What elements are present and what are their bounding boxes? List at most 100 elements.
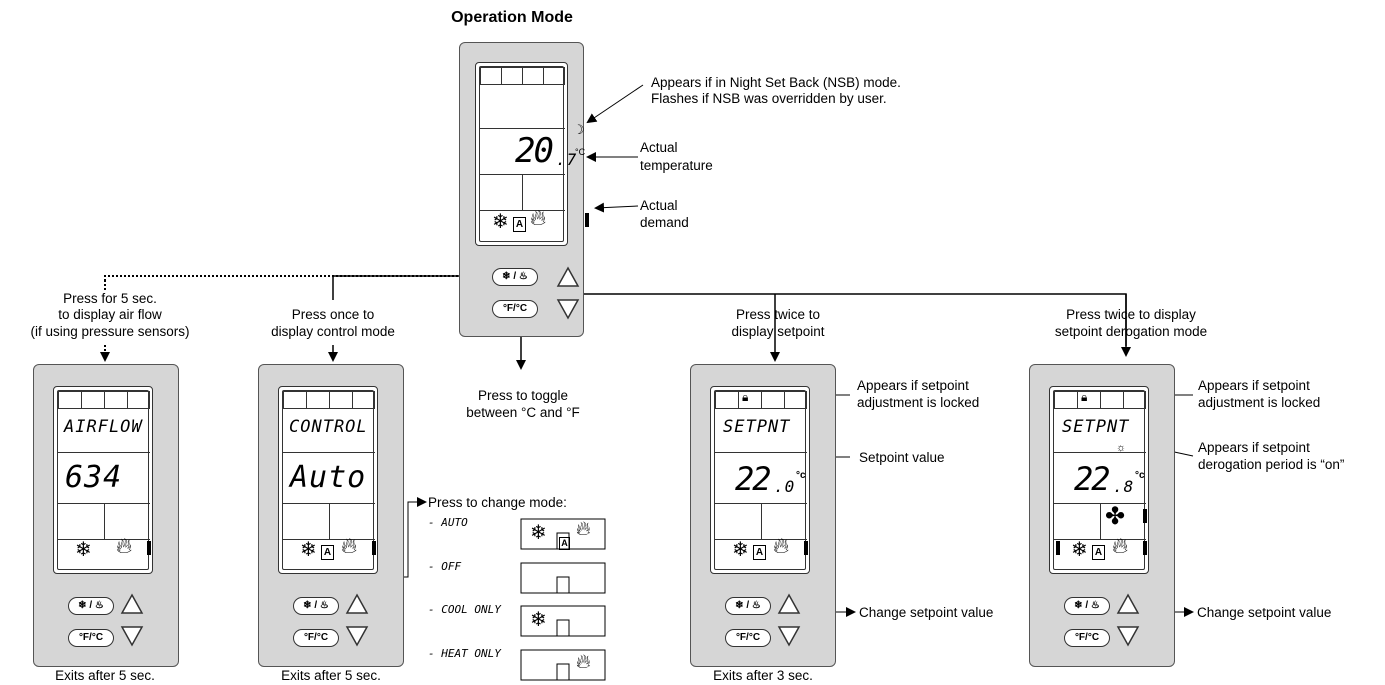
derogation-lock-line1: Appears if setpoint [1198,378,1310,393]
flame-icon: 🔥︎ [576,651,591,673]
flame-icon: 🔥︎ [1112,533,1129,558]
flame-icon: 🔥︎ [576,518,591,540]
setpoint-thermostat: 🔒︎ SETPNT 22 .0 °c ❄ A 🔥︎ ❄ / ♨ °F/°C [690,364,836,667]
main-lcd [475,62,568,246]
main-temp-unit: °C [575,147,586,157]
triangle-up-icon[interactable] [1116,593,1140,615]
snowflake-icon: ❄ [492,211,509,233]
airflow-lcd-label: AIRFLOW [64,417,143,437]
derogation-note-line2: derogation period is “on” [1198,457,1345,472]
triangle-up-icon[interactable] [556,266,580,288]
unit-toggle-button[interactable]: °F/°C [68,629,114,647]
actual-temp-line1: Actual [640,140,678,155]
control-exit-note: Exits after 5 sec. [281,668,381,683]
airflow-caption-line1: Press for 5 sec. [63,291,157,306]
actual-demand-line2: demand [640,215,689,230]
mode-button[interactable]: ❄ / ♨ [492,268,538,286]
control-lcd [278,386,378,574]
flame-icon: 🔥︎ [341,533,358,558]
main-thermostat: ☽ 20 .7 °C ❄ A 🔥︎ ❄ / ♨ °F/°C [459,42,589,337]
mode-option-cool: - COOL ONLY [428,603,501,616]
nsb-note-line2: Flashes if NSB was overridden by user. [651,91,887,106]
derogation-lcd [1049,386,1149,574]
derogation-lcd-decimal: .8 [1113,477,1135,496]
derogation-note-line1: Appears if setpoint [1198,440,1310,455]
actual-demand-line1: Actual [640,198,678,213]
airflow-exit-note: Exits after 5 sec. [55,668,155,683]
auto-icon: A [559,537,570,550]
unit-toggle-button[interactable]: °F/°C [725,629,771,647]
mode-button[interactable]: ❄ / ♨ [293,597,339,615]
derogation-thermostat: 🔒︎ SETPNT ☼ 22 .8 °c ✤ ❄ A 🔥︎ ❄ / ♨ °F/°… [1029,364,1175,667]
mode-option-heat: - HEAT ONLY [428,647,501,660]
setpoint-caption-line2: display setpoint [731,324,825,339]
unit-toggle-button[interactable]: °F/°C [492,300,538,318]
mode-option-auto: - AUTO [428,516,468,529]
lock-icon: 🔒︎ [742,390,749,404]
triangle-down-icon[interactable] [556,298,580,320]
triangle-up-icon[interactable] [345,593,369,615]
setpoint-lcd-label: SETPNT [723,417,791,437]
control-caption-line1: Press once to [291,307,375,322]
snowflake-icon: ❄ [1071,539,1088,561]
snowflake-icon: ❄ [732,539,749,561]
demand-bar-icon [1143,509,1147,523]
mode-button[interactable]: ❄ / ♨ [1064,597,1110,615]
control-lcd-label: CONTROL [289,417,368,437]
airflow-caption-line3: (if using pressure sensors) [30,324,190,339]
airflow-caption-line2: to display air flow [58,307,162,322]
page-title: Operation Mode [451,9,573,26]
demand-bar-icon [1056,541,1060,555]
setpoint-lock-line2: adjustment is locked [857,395,980,410]
derogation-lcd-label: SETPNT [1062,417,1130,437]
sun-icon: ☼ [1116,442,1127,454]
setpoint-lock-line1: Appears if setpoint [857,378,969,393]
derogation-lcd-unit: °c [1135,470,1145,481]
demand-bar-icon [372,541,376,555]
setpoint-lcd-decimal: .0 [774,477,796,496]
flame-icon: 🔥︎ [773,533,790,558]
control-caption-line2: display control mode [271,324,395,339]
triangle-up-icon[interactable] [120,593,144,615]
triangle-down-icon[interactable] [345,625,369,647]
control-thermostat: CONTROL Auto ❄ A 🔥︎ ❄ / ♨ °F/°C [258,364,404,667]
airflow-lcd-value: 634 [65,460,123,495]
change-mode-label: Press to change mode: [428,495,567,510]
demand-bar-icon [1143,541,1147,555]
demand-bar-icon [147,541,151,555]
main-temp-decimal: .7 [556,150,578,169]
fan-icon: ✤ [1105,503,1126,530]
setpoint-value-note: Setpoint value [859,450,945,465]
setpoint-lcd-value: 22 [735,460,772,498]
unit-toggle-button[interactable]: °F/°C [293,629,339,647]
toggle-note-line1: Press to toggle [477,388,569,403]
mode-button[interactable]: ❄ / ♨ [725,597,771,615]
unit-toggle-button[interactable]: °F/°C [1064,629,1110,647]
mode-option-off: - OFF [428,560,462,573]
airflow-thermostat: AIRFLOW 634 ❄ 🔥︎ ❄ / ♨ °F/°C [33,364,179,667]
lock-icon: 🔒︎ [1081,390,1088,404]
derogation-caption-line1: Press twice to display [1066,307,1196,322]
demand-bar-icon [804,541,808,555]
demand-bar-icon [585,213,589,227]
triangle-up-icon[interactable] [777,593,801,615]
airflow-lcd [53,386,153,574]
triangle-down-icon[interactable] [120,625,144,647]
setpoint-lcd [710,386,810,574]
snowflake-icon: ❄ [300,539,317,561]
auto-icon: A [513,217,526,232]
triangle-down-icon[interactable] [777,625,801,647]
auto-icon: A [753,545,766,560]
auto-icon: A [1092,545,1105,560]
mode-button[interactable]: ❄ / ♨ [68,597,114,615]
derogation-change-note: Change setpoint value [1197,605,1332,620]
nsb-note-line1: Appears if in Night Set Back (NSB) mode. [651,75,901,90]
setpoint-change-note: Change setpoint value [859,605,994,620]
main-temp-value: 20 [515,131,554,171]
setpoint-caption-line1: Press twice to [735,307,821,322]
derogation-lock-line2: adjustment is locked [1198,395,1321,410]
control-lcd-value: Auto [290,460,367,495]
triangle-down-icon[interactable] [1116,625,1140,647]
actual-temp-line2: temperature [640,158,713,173]
setpoint-exit-note: Exits after 3 sec. [713,668,813,683]
